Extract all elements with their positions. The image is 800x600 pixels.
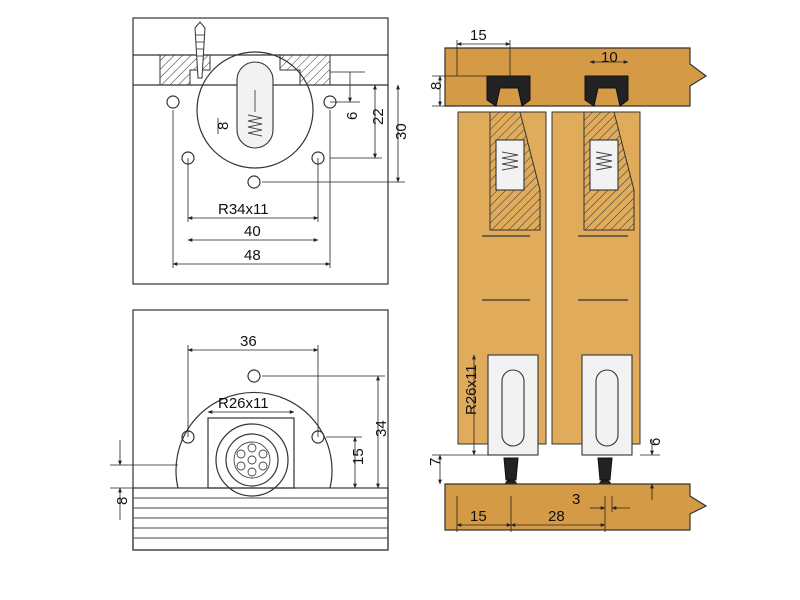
top-rail-right [584,75,629,107]
bottom-dim-34: 34 [373,420,390,437]
top-dim-22: 22 [370,108,387,125]
bottom-dim-8: 8 [114,497,131,505]
section-dim-6: 6 [647,438,664,446]
screw-icon [194,21,206,79]
bottom-wood-track [444,483,708,531]
top-rail-left [486,75,531,107]
bottom-plate-outline [132,309,389,551]
top-view [132,17,389,285]
bottom-disc [175,391,333,489]
section-view-dimensions: 15 10 8 R26x11 7 6 15 28 3 [427,27,664,532]
top-view-dimensions: 8 6 22 30 R34x11 40 48 [172,71,410,268]
top-dim-8: 8 [215,122,232,130]
section-dim-15-top: 15 [470,27,487,44]
top-dim-6: 6 [344,112,361,120]
top-dim-30: 30 [393,123,410,140]
top-disc [196,51,314,169]
spring-icon [247,114,263,137]
bottom-dim-15: 15 [350,448,367,465]
bottom-dim-36: 36 [240,333,257,350]
section-dim-8: 8 [428,82,445,90]
bottom-view [132,309,389,551]
section-dim-r26: R26x11 [463,364,480,415]
top-plate-outline [132,17,389,285]
top-wood-track [444,47,708,107]
section-dim-7: 7 [427,458,444,466]
top-dim-48: 48 [244,247,261,264]
section-dim-28: 28 [548,508,565,525]
top-dim-r34: R34x11 [218,201,269,218]
bottom-view-dimensions: 36 R26x11 34 15 8 [110,333,390,520]
section-view [444,47,708,531]
bottom-dim-r26: R26x11 [218,395,269,412]
top-dim-40: 40 [244,223,261,240]
base-rail [132,487,389,551]
section-dim-10: 10 [601,49,618,66]
section-dim-3: 3 [572,491,580,508]
roller-wheel [215,423,289,497]
section-dim-15-bottom: 15 [470,508,487,525]
